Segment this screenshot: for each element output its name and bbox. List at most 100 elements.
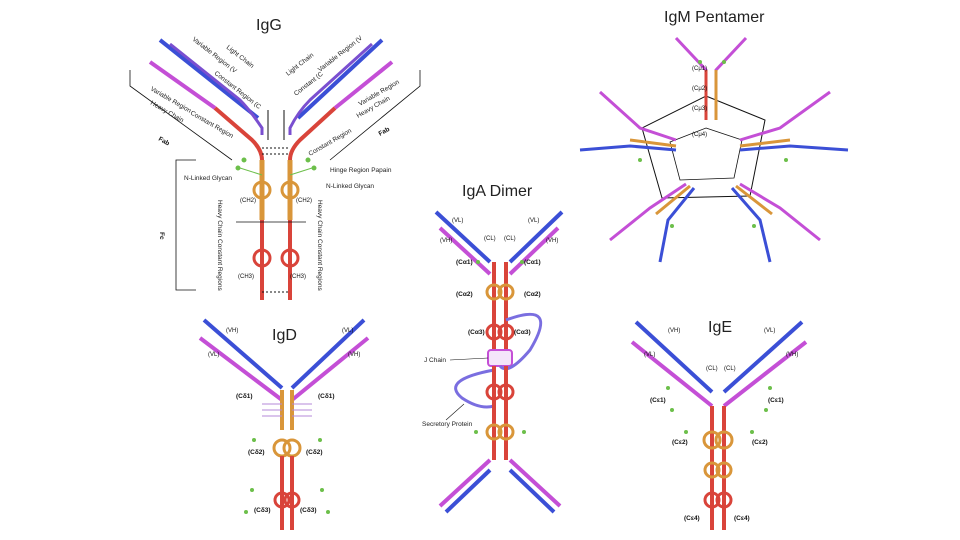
igm-chain-bottom-right xyxy=(730,187,772,263)
igd-label-cd3-left: (Cδ3) xyxy=(254,507,271,514)
ige-structure: IgE (VH) (VL) (VL) (VH) (CL) (CL) (Cε1) … xyxy=(630,319,808,530)
igm-pentagon xyxy=(641,95,766,199)
igg-label-constant-left: Constant Region (C xyxy=(213,70,263,111)
ige-ce3-loop-left xyxy=(703,461,721,479)
ige-light-left xyxy=(634,320,714,394)
igg-label-fc: Fc xyxy=(158,232,165,240)
iga-label-secretory: Secretory Protein xyxy=(422,421,473,428)
igg-label-ch3-right: (CH3) xyxy=(290,274,306,280)
ige-light-right xyxy=(722,320,804,394)
iga-upper-light-left xyxy=(434,210,492,264)
igg-heavy-chain-left xyxy=(213,106,264,300)
ige-label-vh-right: (VH) xyxy=(786,352,798,358)
igd-label-vl-right: (VL) xyxy=(342,328,353,334)
iga-ca3-loop-left xyxy=(485,323,503,341)
ige-label-cl-right: (CL) xyxy=(724,366,736,372)
igg-ch2-loop-left xyxy=(252,180,272,200)
iga-label-cl-right: (CL) xyxy=(504,236,516,242)
iga-label-ca1-right: (Cα1) xyxy=(524,259,541,266)
ige-label-cl-left: (CL) xyxy=(706,366,718,372)
igg-label-constant-region-left: Constant Region xyxy=(189,110,235,140)
igm-chain-right xyxy=(739,90,831,142)
igg-label-constant-region-right: Constant Region xyxy=(308,127,354,157)
igg-label-light-chain-right: Light Chain xyxy=(285,52,316,78)
igm-label-cmu2: (Cμ2) xyxy=(692,86,707,92)
igg-light-constant-left xyxy=(169,42,264,135)
iga-title: IgA Dimer xyxy=(462,183,533,200)
igg-label-vl-right: Variable Region (V xyxy=(317,34,364,73)
igd-light-right xyxy=(290,318,366,390)
igm-label-cmu1: (Cμ1) xyxy=(692,66,707,72)
igm-chain-bottom-left xyxy=(609,182,687,242)
igm-title: IgM Pentamer xyxy=(664,9,765,26)
igg-label-ch2-right: (CH2) xyxy=(296,198,312,204)
igg-label-ch2-left: (CH2) xyxy=(240,198,256,204)
igg-light-chain-left xyxy=(158,38,260,120)
iga-upper-heavy-left xyxy=(438,226,492,276)
igg-label-fab-left: Fab xyxy=(157,136,171,148)
iga-lower-light-right xyxy=(508,468,556,514)
igg-fab-bracket-left xyxy=(129,70,233,161)
igm-heavy-bottom-left xyxy=(655,184,691,216)
igg-ch3-loop-left xyxy=(252,248,272,268)
igd-cd3-loop-right xyxy=(283,491,301,509)
igg-title: IgG xyxy=(256,17,282,34)
igg-fc-bracket xyxy=(175,159,196,291)
iga-secretory-pointer xyxy=(445,403,465,421)
iga-lower-heavy-left xyxy=(438,458,492,508)
iga-j-chain-pointer xyxy=(449,357,489,361)
igm-label-cmu4: (Cμ4) xyxy=(692,132,707,138)
ige-label-ce4-right: (Cε4) xyxy=(734,515,750,522)
iga-lower-ca3-left xyxy=(485,383,503,401)
igd-label-vh-left: (VH) xyxy=(226,328,238,334)
igd-label-vh-right: (VH) xyxy=(348,352,360,358)
ige-ce4-loop-right xyxy=(715,491,733,509)
iga-upper-heavy-right xyxy=(508,226,560,276)
iga-label-vh-left: (VH) xyxy=(440,238,452,244)
ige-ce4-loop-left xyxy=(703,491,721,509)
iga-lower-light-left xyxy=(444,468,492,514)
igm-chain-top xyxy=(714,36,748,120)
igg-light-constant-right xyxy=(288,42,374,135)
igd-heavy-variable-right xyxy=(290,336,370,402)
ige-ce2-loop-right xyxy=(714,430,734,450)
igm-structure: IgM Pentamer (Cμ1) (Cμ2) (Cμ3) (Cμ4) xyxy=(579,9,849,263)
iga-lower-ca2-right xyxy=(497,423,515,441)
ige-label-vl-right: (VL) xyxy=(764,328,775,334)
iga-structure: IgA Dimer (VL) (VL) xyxy=(422,183,564,514)
igg-heavy-variable-right xyxy=(333,60,394,110)
igg-heavy-variable-left xyxy=(148,60,217,110)
igg-ch2-loop-right xyxy=(280,180,300,200)
ige-ce3-loop-right xyxy=(715,461,733,479)
igg-glycan-right xyxy=(289,157,317,176)
igm-label-cmu3: (Cμ3) xyxy=(692,106,707,112)
iga-glycans xyxy=(474,260,526,434)
igm-chain-left xyxy=(598,90,677,142)
igg-label-hc-const-left: Heavy Chain Constant Regions xyxy=(216,200,223,291)
ige-title: IgE xyxy=(708,319,732,336)
igg-label-hinge: Hinge Region Papain xyxy=(330,167,392,174)
igm-chain-left xyxy=(579,144,677,152)
igg-light-chain-right xyxy=(296,38,384,120)
iga-label-ca3-left: (Cα3) xyxy=(468,329,485,336)
iga-lower-ca2-left xyxy=(485,423,503,441)
iga-label-vl-right: (VL) xyxy=(528,218,539,224)
iga-secretory-lower xyxy=(454,368,495,409)
iga-label-vh-right: (VH) xyxy=(546,238,558,244)
iga-label-ca3-right: (Cα3) xyxy=(514,329,531,336)
igd-cd3-loop-left xyxy=(273,491,291,509)
igd-label-cd3-right: (Cδ3) xyxy=(300,507,317,514)
iga-lower-heavy-right xyxy=(508,458,562,508)
igg-label-nlinked-right: N-Linked Glycan xyxy=(326,183,374,190)
igm-chain-bottom-left xyxy=(658,187,696,263)
igd-label-vl-left: (VL) xyxy=(208,352,219,358)
igd-label-cd2-right: (Cδ2) xyxy=(306,449,323,456)
igd-light-left xyxy=(202,318,284,390)
ige-label-ce1-left: (Cε1) xyxy=(650,397,666,404)
ige-glycans xyxy=(666,386,772,434)
igd-hinge-glycans xyxy=(262,403,312,417)
igd-label-cd2-left: (Cδ2) xyxy=(248,449,265,456)
ige-label-ce2-left: (Cε2) xyxy=(672,439,688,446)
igm-chain-bottom-right xyxy=(739,182,821,242)
